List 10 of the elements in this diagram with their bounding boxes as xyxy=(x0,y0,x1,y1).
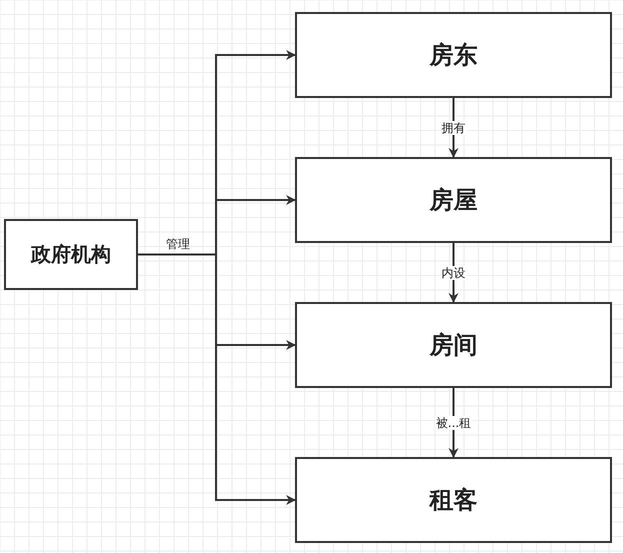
edge-label: 管理 xyxy=(165,236,191,250)
arrow xyxy=(138,254,296,505)
entity-box: 政府机构 xyxy=(4,219,138,290)
entity-box: 租客 xyxy=(295,457,612,543)
entity-box: 房东 xyxy=(295,12,612,98)
edge-label: 被...租 xyxy=(434,416,472,430)
entity-box: 房间 xyxy=(295,302,612,388)
edge-label: 拥有 xyxy=(440,120,466,134)
entity-box: 房屋 xyxy=(295,157,612,243)
edge-label: 内设 xyxy=(440,266,466,280)
